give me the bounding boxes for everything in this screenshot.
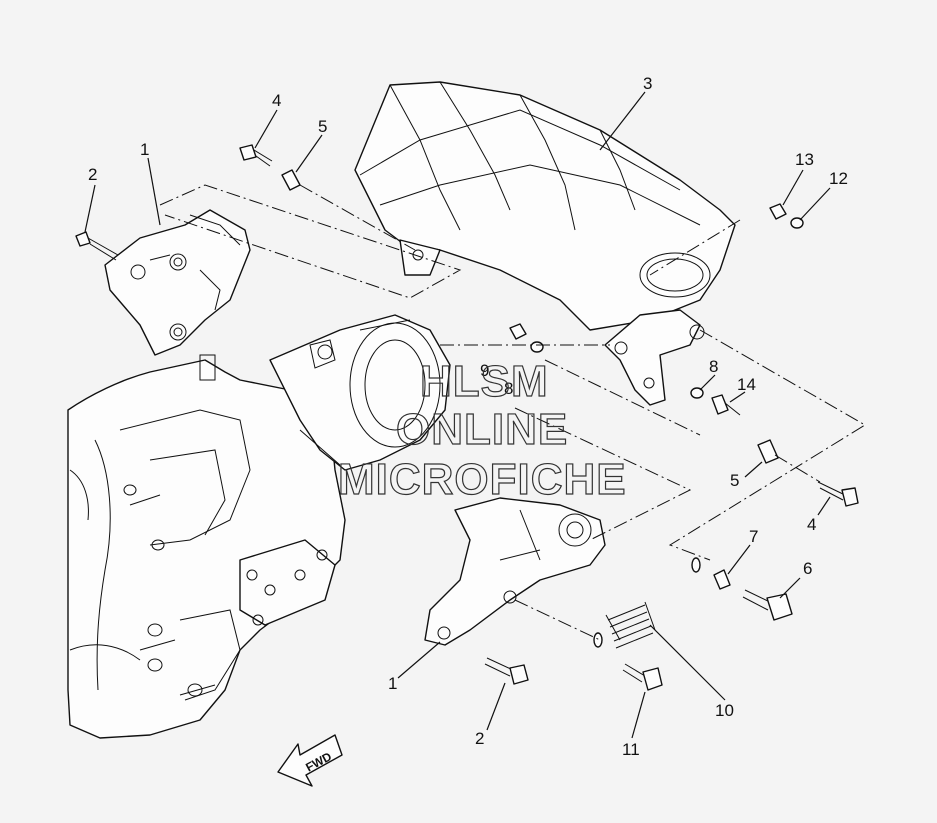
fasteners (75, 144, 859, 691)
forward-arrow-icon (277, 734, 343, 787)
part-1-bracket-lower (424, 497, 606, 646)
callout-labels: 4 5 1 2 3 13 12 9 8 8 14 5 4 7 6 1 2 10 … (88, 74, 848, 759)
callout-1-upper: 1 (140, 140, 149, 159)
callout-11: 11 (622, 740, 640, 759)
callout-1-lower: 1 (388, 674, 397, 693)
callout-5-upper: 5 (318, 117, 327, 136)
leader-lines (84, 91, 866, 739)
callout-10: 10 (715, 701, 734, 720)
callout-7: 7 (749, 527, 758, 546)
part-3-muffler (354, 81, 736, 331)
part-1-bracket-upper (104, 209, 251, 356)
callout-2-lower: 2 (475, 729, 484, 748)
callout-3: 3 (643, 74, 652, 93)
exhaust-pipe (269, 314, 451, 471)
callout-6: 6 (803, 559, 812, 578)
watermark-line-3: MICROFICHE (338, 455, 627, 504)
fwd-direction-marker: FWD (277, 734, 343, 787)
callout-14: 14 (737, 375, 756, 394)
engine-housing (67, 354, 346, 739)
callout-13: 13 (795, 150, 814, 169)
callout-12: 12 (829, 169, 848, 188)
callout-4-right: 4 (807, 515, 816, 534)
callout-5-right: 5 (730, 471, 739, 490)
callout-2-upper: 2 (88, 165, 97, 184)
watermark-line-1: HLSM (420, 357, 549, 406)
callout-4-upper: 4 (272, 91, 281, 110)
callout-9: 9 (480, 361, 489, 380)
callout-8-left: 8 (504, 379, 513, 398)
muffler-stay (604, 309, 705, 406)
callout-8-right: 8 (709, 357, 718, 376)
watermark-line-2: ONLINE (396, 405, 568, 454)
watermark: HLSM ONLINE MICROFICHE (337, 356, 627, 504)
